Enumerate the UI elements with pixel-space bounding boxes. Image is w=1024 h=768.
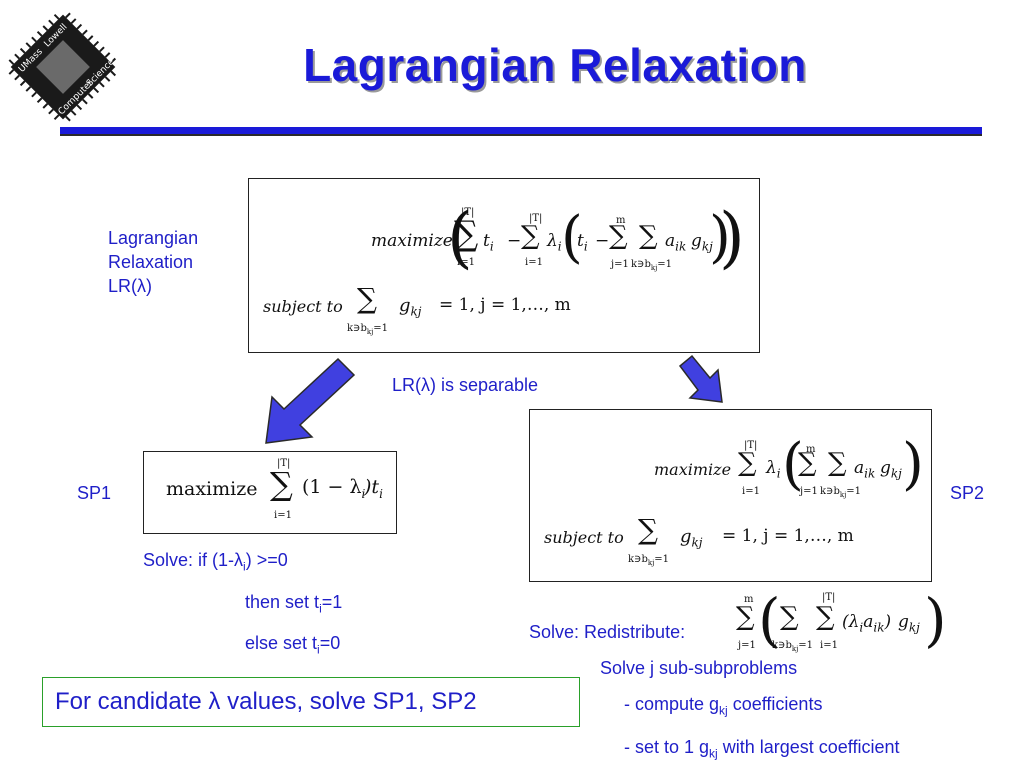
redist-sum1-upper: m xyxy=(744,594,754,605)
title-underline xyxy=(60,127,982,134)
sp1-formula-box: maximize |T| ∑ i=1 (1 − λi )ti xyxy=(143,451,397,534)
sp2-constraint-g: gkj xyxy=(680,526,703,550)
redist-paren-left: ( xyxy=(758,586,781,654)
sp1-sum-upper: |T| xyxy=(277,458,291,469)
lr-sum3-upper: m xyxy=(616,215,626,226)
lr-t: ti xyxy=(483,231,494,254)
lr-constraint-sigma: ∑ xyxy=(357,282,377,315)
sp2-formula-box: maximize |T| ∑ i=1 λi ( m ∑ j=1 ∑ k∋bkj=… xyxy=(529,409,932,582)
sp2-bullet-compute: - compute gkj coefficients xyxy=(624,694,823,718)
lr-label-line2: Relaxation xyxy=(108,252,194,272)
lr-t2: ti xyxy=(577,231,588,254)
sp2-paren-right: ) xyxy=(902,432,924,497)
sp2-label: SP2 xyxy=(950,483,985,503)
sp1-solve-line3: else set ti=0 xyxy=(245,633,341,657)
candidate-note-box: For candidate λ values, solve SP1, SP2 xyxy=(42,677,580,727)
sp2-constraint-rhs: = 1, j = 1,…, m xyxy=(722,526,854,546)
lr-constraint-g: gkj xyxy=(399,295,422,319)
lr-inner-paren-left: ( xyxy=(561,205,583,270)
redist-paren-right: ) xyxy=(924,586,947,654)
lr-sum1-lower: i=1 xyxy=(457,257,475,268)
sp2-sum1-lower: i=1 xyxy=(742,486,760,497)
lr-sum1-upper: |T| xyxy=(461,207,475,218)
redist-sum3-upper: |T| xyxy=(822,592,836,603)
sp2-sum1-upper: |T| xyxy=(744,440,758,451)
lr-sum1-sigma: ∑ xyxy=(454,214,479,254)
lr-minus1: − xyxy=(507,231,522,251)
lr-sum3-sigma: ∑ xyxy=(609,221,628,251)
sp2-redistribute-formula: m ∑ j=1 ( ∑ k∋bkj=1 |T| ∑ i=1 (λiaik) gk… xyxy=(730,586,947,662)
sp2-lambda: λi xyxy=(766,458,781,481)
lr-label: Lagrangian Relaxation LR(λ) xyxy=(108,226,198,298)
sp1-solve-line2: then set ti=1 xyxy=(245,592,343,616)
sp2-sum2-lower: j=1 xyxy=(800,486,818,497)
sp2-sum1-sigma: ∑ xyxy=(738,448,757,478)
redist-sum1-lower: j=1 xyxy=(738,640,756,651)
sp2-sum3-lower: k∋bkj=1 xyxy=(820,486,862,499)
sp2-solve-subproblems: Solve j sub-subproblems xyxy=(600,658,798,678)
slide-title: Lagrangian Relaxation xyxy=(303,39,807,91)
lr-inner-paren-right: ) xyxy=(709,205,731,270)
redist-sum1-sigma: ∑ xyxy=(736,602,755,632)
lr-maximize-word: maximize xyxy=(371,231,453,251)
sp1-formula-body: (1 − λi xyxy=(302,476,366,501)
sp2-g-kj: gkj xyxy=(880,458,902,481)
sp2-sum2-upper: m xyxy=(806,444,816,455)
lr-sum2-lower: i=1 xyxy=(525,257,543,268)
lr-outer-paren-left: ( xyxy=(447,199,473,276)
lr-label-line1: Lagrangian xyxy=(108,228,199,248)
lr-minus2: − xyxy=(595,231,610,251)
arrow-to-sp1 xyxy=(265,357,356,444)
redist-g-kj: gkj xyxy=(898,612,920,635)
candidate-note: For candidate λ values, solve SP1, SP2 xyxy=(55,688,477,715)
arrow-to-sp2 xyxy=(678,354,723,403)
lr-constraint-rhs: = 1, j = 1,…, m xyxy=(439,295,571,315)
sp1-sigma: ∑ xyxy=(270,465,293,503)
redist-sum2-sigma: ∑ xyxy=(780,602,799,632)
sp2-maximize-word: maximize xyxy=(654,460,732,479)
lr-subject-to-word: subject to xyxy=(263,297,343,316)
sp1-maximize-word: maximize xyxy=(166,478,258,500)
umass-lowell-logo: UMass Lowell Computer Science xyxy=(8,12,117,122)
sp2-a-ik: aik xyxy=(854,458,876,481)
lr-sum3-lower: j=1 xyxy=(611,259,629,270)
lr-formula-box: maximize ( |T| ∑ i=1 ti − |T| ∑ i=1 λi (… xyxy=(248,178,760,353)
lr-outer-paren-right: ) xyxy=(719,199,745,276)
sp1-label: SP1 xyxy=(77,483,112,503)
sp2-bullet-set: - set to 1 gkj with largest coefficient xyxy=(624,737,900,761)
sp2-constraint-sigma: ∑ xyxy=(638,513,658,546)
redist-sum2-lower: k∋bkj=1 xyxy=(772,640,814,653)
sp2-subject-to-word: subject to xyxy=(544,528,624,547)
separable-note: LR(λ) is separable xyxy=(392,375,539,395)
sp1-sum-lower: i=1 xyxy=(274,510,292,521)
sp2-paren-left: ( xyxy=(782,432,804,497)
lr-sum2-upper: |T| xyxy=(529,213,543,224)
lr-sum4-sigma: ∑ xyxy=(639,221,658,251)
sp2-sum2-sigma: ∑ xyxy=(798,448,817,478)
lr-lambda: λi xyxy=(547,231,562,254)
lr-sum2-sigma: ∑ xyxy=(521,221,540,251)
lr-constraint-lower: k∋bkj=1 xyxy=(347,323,389,336)
sp2-solve-prefix: Solve: Redistribute: xyxy=(529,622,686,642)
lr-label-line3: LR(λ) xyxy=(108,276,152,296)
redist-sum3-sigma: ∑ xyxy=(816,602,835,632)
redist-lambda-a: (λiaik) xyxy=(842,612,892,635)
lr-g-kj: gkj xyxy=(691,231,713,254)
sp2-sum3-sigma: ∑ xyxy=(828,448,847,478)
lr-a-ik: aik xyxy=(665,231,687,254)
redist-sum3-lower: i=1 xyxy=(820,640,838,651)
sp1-formula-tail: )ti xyxy=(364,476,383,501)
sp1-solve-line1: Solve: if (1-λi) >=0 xyxy=(143,550,288,574)
sp2-constraint-lower: k∋bkj=1 xyxy=(628,554,670,567)
lr-sum4-lower: k∋bkj=1 xyxy=(631,259,673,272)
